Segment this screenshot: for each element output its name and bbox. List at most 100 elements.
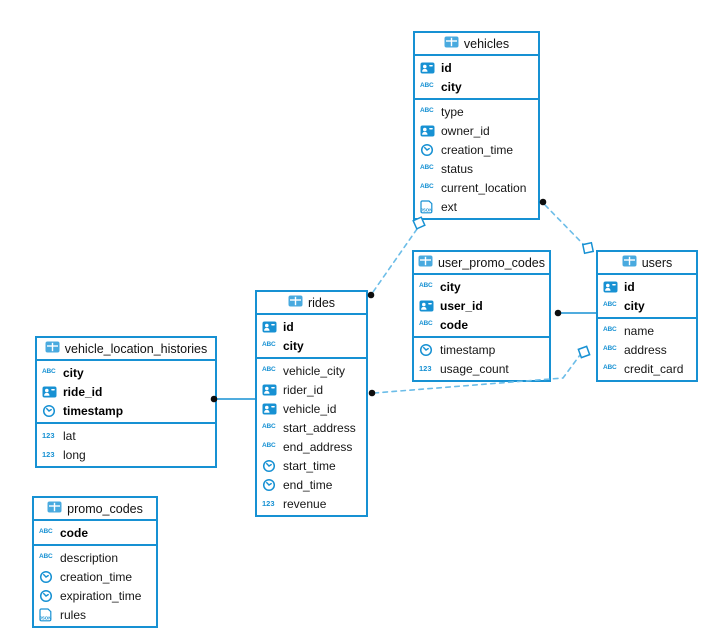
fields-section: timestamp 123 usage_count	[414, 338, 549, 380]
abc-icon: ABC	[39, 553, 53, 561]
table-header[interactable]: user_promo_codes	[414, 252, 549, 275]
num-icon: 123	[419, 363, 432, 373]
num-icon: 123	[42, 449, 55, 459]
relationship-dot-rides-right	[368, 389, 376, 397]
field-name: code	[440, 317, 469, 332]
field-name: city	[283, 338, 304, 353]
id-icon	[420, 61, 437, 75]
table-icon	[622, 254, 637, 272]
clock-icon	[262, 478, 279, 492]
svg-text:JSON: JSON	[39, 615, 51, 620]
field-row-ride_id: ride_id	[37, 382, 215, 401]
field-row-id: id	[598, 277, 696, 296]
field-name: city	[440, 279, 461, 294]
json-icon: JSON	[39, 607, 56, 622]
field-row-owner_id: owner_id	[415, 121, 538, 140]
table-icon	[418, 254, 433, 272]
field-row-usage_count: 123 usage_count	[414, 359, 549, 378]
abc-icon: ABC	[420, 82, 434, 90]
field-name: ext	[441, 199, 458, 214]
field-name: city	[624, 298, 645, 313]
field-name: vehicle_city	[283, 363, 346, 378]
field-name: type	[441, 104, 464, 119]
table-header[interactable]: vehicle_location_histories	[37, 338, 215, 361]
id-icon	[262, 320, 279, 334]
relationship-dot-rides-top	[367, 291, 375, 299]
json-icon: JSON	[420, 199, 437, 214]
clock-icon	[420, 143, 437, 157]
field-name: expiration_time	[60, 588, 142, 603]
field-row-id: id	[257, 317, 366, 336]
abc-icon: ABC	[603, 364, 617, 372]
table-icon	[45, 340, 60, 358]
field-row-city: ABC city	[414, 277, 549, 296]
abc-icon: ABC	[420, 164, 434, 172]
field-row-timestamp: timestamp	[414, 340, 549, 359]
clock-icon	[419, 343, 436, 357]
field-name: id	[624, 279, 635, 294]
abc-icon: ABC	[603, 301, 617, 309]
id-icon	[262, 383, 279, 397]
abc-icon: ABC	[419, 282, 433, 290]
id-icon	[419, 299, 436, 313]
table-header[interactable]: users	[598, 252, 696, 275]
field-name: rules	[60, 607, 87, 622]
id-icon	[420, 124, 437, 138]
relationship-line-vehicles-users	[544, 204, 585, 246]
field-name: start_address	[283, 420, 356, 435]
table-header[interactable]: vehicles	[415, 33, 538, 56]
table-header[interactable]: rides	[257, 292, 366, 315]
clock-icon	[42, 404, 59, 418]
field-row-city: ABC city	[598, 296, 696, 315]
field-name: name	[624, 323, 655, 338]
field-name: city	[441, 79, 462, 94]
field-row-id: id	[415, 58, 538, 77]
field-name: revenue	[283, 496, 327, 511]
field-name: ride_id	[63, 384, 103, 399]
table-header[interactable]: promo_codes	[34, 498, 156, 521]
field-name: creation_time	[441, 142, 514, 157]
table-icon	[47, 500, 62, 518]
field-name: usage_count	[440, 361, 509, 376]
id-icon	[262, 402, 279, 416]
field-name: status	[441, 161, 474, 176]
abc-icon: ABC	[42, 368, 56, 376]
field-row-creation_time: creation_time	[34, 567, 156, 586]
abc-icon: ABC	[419, 320, 433, 328]
id-icon	[603, 280, 620, 294]
field-name: current_location	[441, 180, 527, 195]
relationship-dot-upc	[554, 309, 562, 317]
field-row-start_time: start_time	[257, 456, 366, 475]
field-name: end_time	[283, 477, 333, 492]
field-name: user_id	[440, 298, 483, 313]
field-row-vehicle_id: vehicle_id	[257, 399, 366, 418]
relationship-square-users-left	[577, 345, 591, 359]
id-icon	[42, 385, 59, 399]
field-name: city	[63, 365, 84, 380]
